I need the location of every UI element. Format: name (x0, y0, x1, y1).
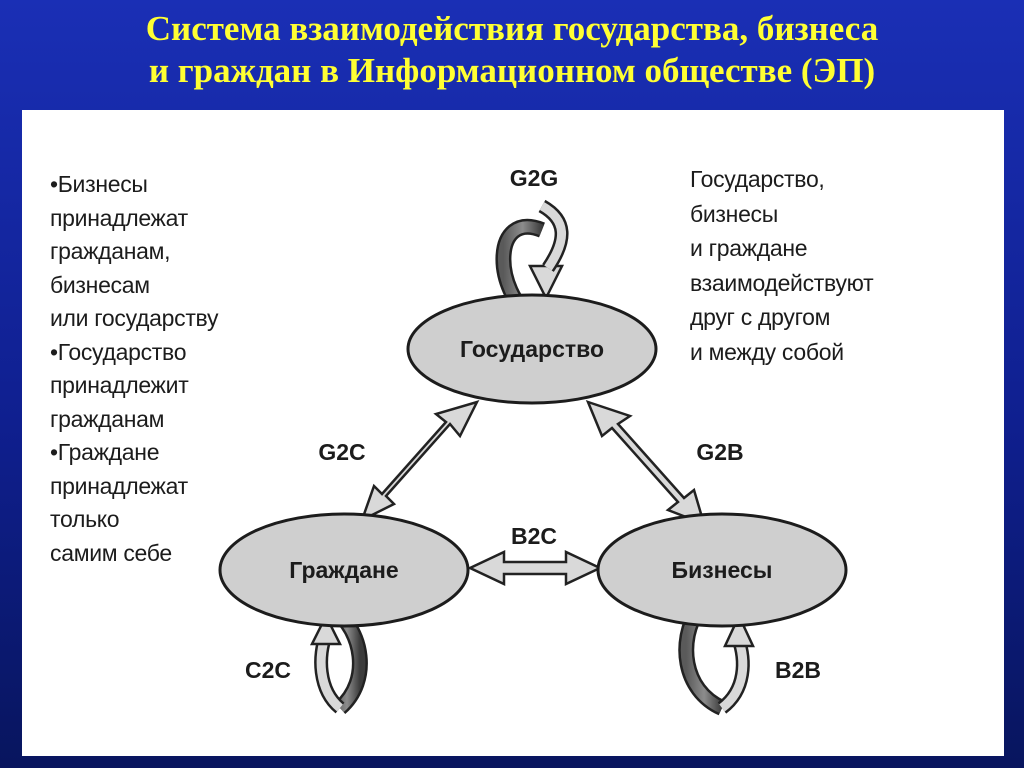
node-business: Бизнесы (596, 512, 848, 628)
note-line: •Граждане (50, 439, 160, 465)
note-line: только (50, 506, 120, 532)
note-line: гражданам (50, 405, 165, 432)
note-line: гражданам, (50, 238, 171, 264)
node-state-label: Государство (460, 336, 604, 362)
node-citizens-label: Граждане (289, 557, 398, 583)
title-line-2: и граждан в Информационном обществе (ЭП) (148, 51, 876, 90)
note-line: •Бизнесы (50, 171, 148, 197)
note-line: •Государство (50, 338, 187, 365)
relationship-diagram: Государство Граждане Бизнесы G2G G2C G2B… (218, 165, 848, 716)
note-line: самим себе (50, 539, 172, 566)
desc-line: Государство, (690, 166, 825, 192)
label-g2c: G2C (318, 439, 365, 465)
node-citizens: Граждане (218, 512, 470, 628)
b2c-double-arrow (467, 550, 603, 586)
label-b2b: B2B (775, 657, 821, 683)
diagram-panel: •Бизнесы принадлежат гражданам, бизнесам… (22, 110, 1004, 756)
note-line: принадлежат (50, 204, 188, 231)
slide-title: Система взаимодействия государства, бизн… (0, 8, 1024, 92)
label-g2g: G2G (510, 165, 559, 191)
g2c-double-arrow (359, 399, 480, 523)
interaction-description: Государство, бизнесы и граждане взаимоде… (690, 162, 990, 369)
desc-line: и граждане (690, 235, 808, 261)
note-line: или государству (50, 305, 219, 331)
label-g2b: G2B (696, 439, 743, 465)
label-b2c: B2C (511, 523, 557, 549)
ownership-notes: •Бизнесы принадлежат гражданам, бизнесам… (50, 168, 320, 570)
node-business-label: Бизнесы (672, 557, 773, 583)
desc-line: друг с другом (690, 304, 831, 330)
note-line: принадлежат (50, 472, 188, 499)
note-line: бизнесам (50, 271, 150, 298)
g2b-double-arrow (585, 399, 706, 527)
desc-line: бизнесы (690, 200, 778, 227)
label-c2c: C2C (245, 657, 291, 683)
desc-line: и между собой (690, 338, 844, 365)
desc-line: взаимодействуют (690, 269, 874, 296)
note-line: принадлежит (50, 372, 189, 398)
title-line-1: Система взаимодействия государства, бизн… (145, 9, 879, 48)
node-state: Государство (406, 293, 658, 405)
